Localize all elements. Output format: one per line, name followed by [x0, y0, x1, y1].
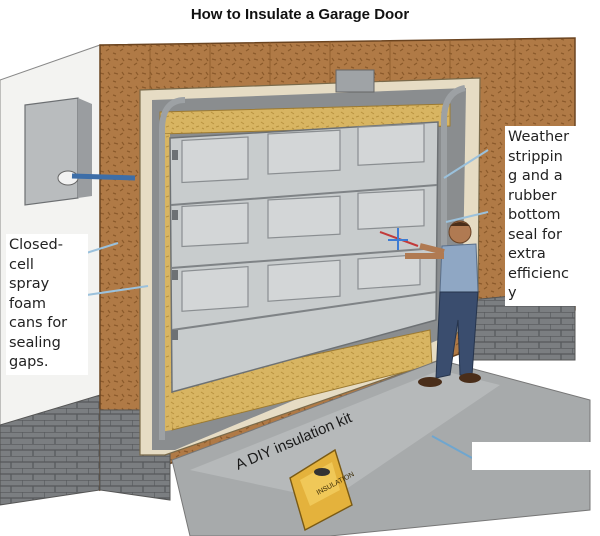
outlet-box: [24, 97, 136, 206]
insulation-batts: [159, 103, 451, 432]
spray-foam-label: Closed- cell spray foam cans for sealing…: [6, 234, 88, 375]
door-tracks: [159, 69, 466, 440]
garage-door: [169, 121, 439, 393]
insulation-kit-bag: INSULATION: [289, 448, 356, 532]
floor-label-patch: [472, 442, 594, 470]
diagram-title: How to Insulate a Garage Door: [190, 6, 410, 23]
worker-figure: [379, 220, 481, 387]
weather-stripping-label: Weather strippin g and a rubber bottom s…: [505, 126, 583, 306]
